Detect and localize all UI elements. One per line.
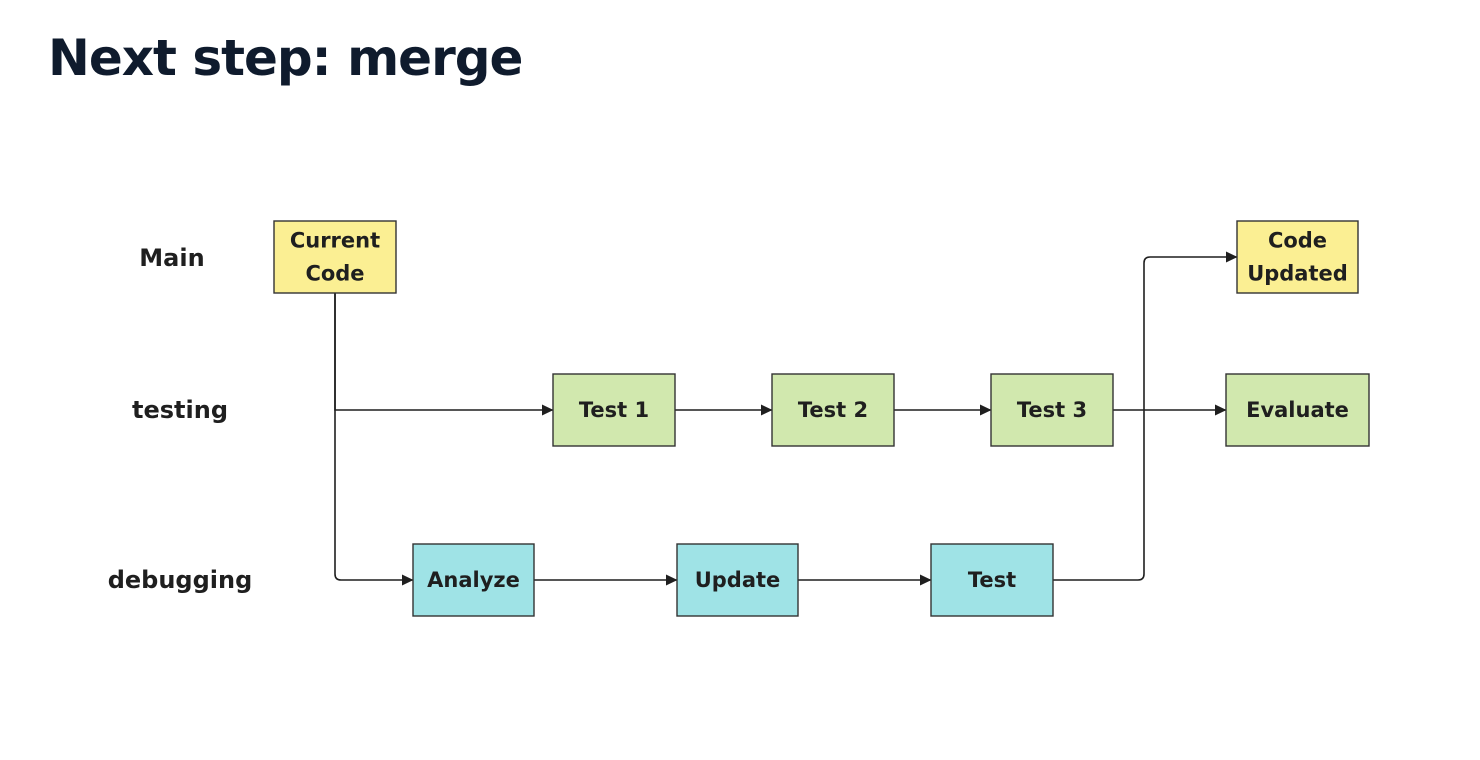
edges-layer [334,251,1238,586]
node-box-evaluate [1225,373,1370,447]
node-evaluate: Evaluate [1225,373,1370,447]
edge-current-code-to-test-1 [334,293,554,416]
node-label-current-code-line-1: Current [290,229,380,253]
edge-current-code-to-analyze [334,293,414,586]
node-box-current-code [273,220,397,294]
node-label-test-line-1: Test [968,568,1016,592]
node-test-1: Test 1 [552,373,676,447]
node-label-update-line-1: Update [695,568,781,592]
lane-label-debugging: debugging [108,566,253,594]
edge-test-to-code-updated [1053,251,1238,581]
node-update: Update [676,543,799,617]
node-box-test-3 [990,373,1114,447]
node-box-test-1 [552,373,676,447]
node-label-test-3-line-1: Test 3 [1017,398,1087,422]
node-box-code-updated [1236,220,1359,294]
node-label-test-1-line-1: Test 1 [579,398,649,422]
node-box-update [676,543,799,617]
node-label-evaluate-line-1: Evaluate [1246,398,1349,422]
lane-label-main: Main [139,244,204,272]
node-analyze: Analyze [412,543,535,617]
node-label-test-2-line-1: Test 2 [798,398,868,422]
node-label-code-updated-line-1: Code [1268,229,1327,253]
node-label-analyze-line-1: Analyze [427,568,520,592]
node-test-2: Test 2 [771,373,895,447]
node-test: Test [930,543,1054,617]
node-label-current-code-line-2: Code [305,262,364,286]
node-box-analyze [412,543,535,617]
node-box-test-2 [771,373,895,447]
node-label-code-updated-line-2: Updated [1247,262,1348,286]
node-box-test [930,543,1054,617]
page-title: Next step: merge [48,29,523,87]
lane-labels: Main testing debugging [108,244,253,594]
node-test-3: Test 3 [990,373,1114,447]
lane-label-testing: testing [132,396,228,424]
